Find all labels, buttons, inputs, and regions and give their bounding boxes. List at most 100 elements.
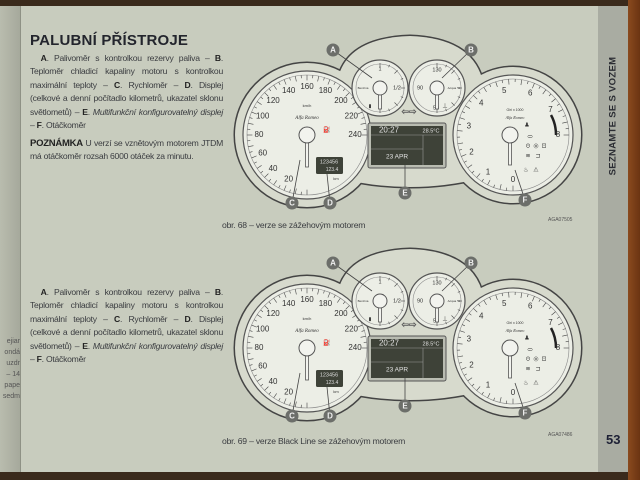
callout-marker-c: [285, 409, 299, 423]
speedometer-label: 120: [266, 309, 280, 318]
warning-light-icon: ⊙: [525, 144, 530, 150]
callout-label-a: A: [330, 46, 336, 55]
callout-marker-b: [464, 43, 478, 57]
speedometer-label: 220: [345, 112, 359, 121]
legend-key: B: [214, 287, 221, 297]
needle: [435, 307, 439, 323]
fuel-half-label: 1/2: [393, 298, 401, 304]
speedometer-tick: [278, 185, 281, 189]
speedometer-unit: km/h: [303, 316, 312, 321]
temperature-tick: [451, 70, 455, 74]
brand-logo: Alfa Romeo: [505, 115, 525, 120]
warning-light-icon: ⊡: [541, 357, 546, 363]
tachometer-label: 1: [486, 381, 491, 390]
fuel-tick: [400, 96, 404, 98]
tachometer-tick: [487, 392, 491, 399]
needle-hub: [372, 293, 388, 309]
warning-light-icon: ≋: [525, 154, 530, 160]
section-tab: [598, 6, 628, 472]
tachometer-tick: [489, 297, 492, 300]
fuel-tick: [394, 102, 398, 106]
tachometer-label: 7: [548, 105, 553, 114]
speedometer-label: 60: [258, 148, 267, 157]
tachometer-tick: [468, 313, 472, 316]
speedometer-label: 120: [266, 96, 280, 105]
fuel-half-label: 1/2: [393, 85, 401, 91]
speedometer-label: 40: [269, 164, 278, 173]
tachometer-label: 6: [528, 89, 533, 98]
page-number: 53: [606, 432, 621, 447]
temperature-tick: [445, 64, 447, 68]
display-date: 23 APR: [386, 154, 408, 161]
temperature-name-label: Acqua °C: [448, 86, 462, 90]
callout-label-e: E: [402, 189, 408, 198]
previous-page-edge: ejiar ondá uzdr – 14 pape sedm: [0, 6, 21, 472]
tachometer-tick: [520, 292, 523, 299]
legend-text: Multifunkční konfigurovatelný displej: [92, 106, 223, 117]
needle: [305, 142, 309, 168]
tachometer-tick: [465, 318, 471, 322]
callout-line: [291, 159, 301, 204]
speedometer-label: 80: [255, 130, 264, 139]
callout-label-d: D: [327, 412, 333, 421]
speedometer-tick: [323, 77, 325, 81]
table-background: [628, 0, 640, 480]
callout-line: [441, 262, 472, 292]
warning-light-icon: ♨: [523, 380, 528, 387]
speedometer-tick: [268, 301, 272, 305]
speedometer-tick: [283, 398, 287, 404]
legend-text: Teploměr chladicí kapaliny motoru s kont…: [30, 66, 223, 90]
callout-marker-f: [518, 406, 532, 420]
temperature-tick: [451, 102, 455, 106]
temperature-name-label: Acqua °C: [448, 299, 462, 303]
callout-line: [291, 372, 301, 417]
fragment: ondá: [4, 349, 20, 356]
speedometer-tick: [317, 76, 319, 82]
tachometer-tick: [476, 173, 481, 178]
fuel-tick: [400, 291, 404, 293]
temperature-tick: [457, 96, 461, 98]
speedometer-tick: [289, 77, 291, 81]
brand-logo: Alfa Romeo: [294, 329, 319, 334]
tachometer-tick: [520, 79, 523, 86]
tachometer-label: 5: [502, 299, 507, 308]
fuel-tick: [394, 70, 398, 74]
speedometer-tick: [251, 155, 257, 159]
display-time: 20:27: [379, 339, 400, 348]
temperature-tick: [445, 108, 447, 112]
odometer-unit: km: [333, 389, 339, 394]
speedometer-tick: [264, 92, 269, 97]
callout-marker-d: [323, 196, 337, 210]
speedometer-tick: [342, 301, 346, 305]
temperature-tick: [457, 291, 461, 293]
tachometer-tick: [459, 149, 463, 151]
callout-marker-e: [398, 399, 412, 413]
figure-69-code: AGA07486: [548, 432, 573, 438]
fuel-tick: [388, 321, 390, 325]
tachometer-tick: [557, 322, 564, 326]
needle: [508, 355, 512, 379]
speedometer-tick: [342, 88, 346, 92]
needle: [305, 355, 309, 381]
speedometer-label: 100: [256, 325, 270, 334]
needle: [378, 94, 382, 110]
fragment: pape: [4, 382, 20, 389]
callout-label-a: A: [330, 259, 336, 268]
tachometer-tick: [467, 377, 473, 382]
tachometer-unit: Giri x 1000: [507, 108, 524, 112]
warning-light-icon: ⚠: [533, 167, 539, 174]
tachometer-tick: [562, 121, 568, 124]
tachometer-label: 5: [502, 86, 507, 95]
speedometer-tick: [268, 391, 272, 395]
speedometer-label: 180: [319, 299, 333, 308]
callout-marker-f: [518, 193, 532, 207]
previous-page-text: ejiar ondá uzdr – 14 pape sedm: [1, 336, 20, 402]
needle: [435, 94, 439, 110]
note-text: U verzí se vznětovým motorem JTDM má otá…: [30, 138, 224, 162]
warning-light-icon: ⚠: [533, 380, 539, 387]
needle-hub: [429, 293, 445, 309]
tachometer-label: 7: [548, 318, 553, 327]
speedometer-tick: [253, 161, 257, 164]
tachometer-tick: [532, 296, 535, 302]
tachometer-tick: [548, 93, 552, 97]
